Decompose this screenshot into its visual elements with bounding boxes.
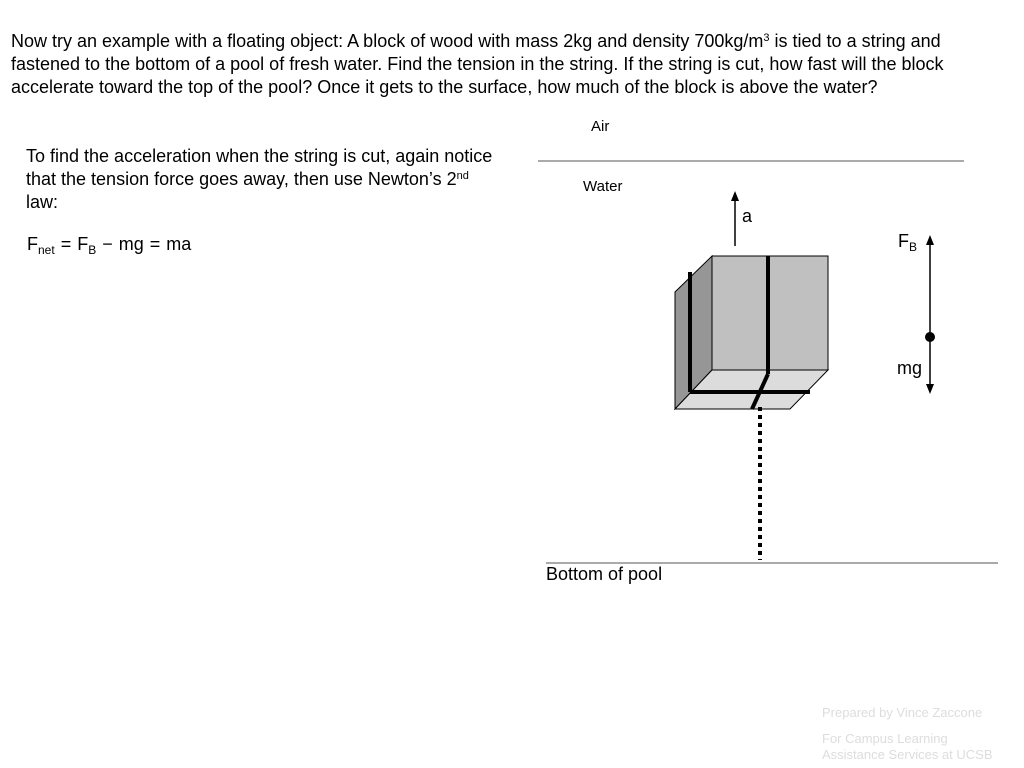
equals-sign: = [60,234,72,254]
water-label: Water [583,178,623,195]
fnet-symbol: Fnet [27,234,55,257]
equals-sign-2: = [149,234,161,254]
fb-symbol: FB [77,234,97,257]
block-bottom-face [673,369,830,410]
newtons-second-law-equation: Fnet=FB−mg=ma [27,232,191,256]
footer-credit: Prepared by Vince Zaccone [822,705,983,720]
mg-term: mg [118,234,144,254]
minus-sign: − [102,234,113,254]
acceleration-label: a [742,206,753,226]
weight-label: mg [897,358,923,378]
pool-bottom-label: Bottom of pool [546,564,663,584]
ma-term: ma [166,234,192,254]
footer-affiliation-line1: For Campus Learning [822,731,948,746]
free-body-point [925,332,935,342]
footer-affiliation-line2: Assistance Services at UCSB [822,747,993,762]
problem-statement: Now try an example with a floating objec… [11,31,944,97]
string-on-block-diagonal [750,373,770,410]
air-label: Air [591,118,610,135]
explanation-text: To find the acceleration when the string… [26,146,493,212]
buoyant-force-label: FB [898,231,918,254]
